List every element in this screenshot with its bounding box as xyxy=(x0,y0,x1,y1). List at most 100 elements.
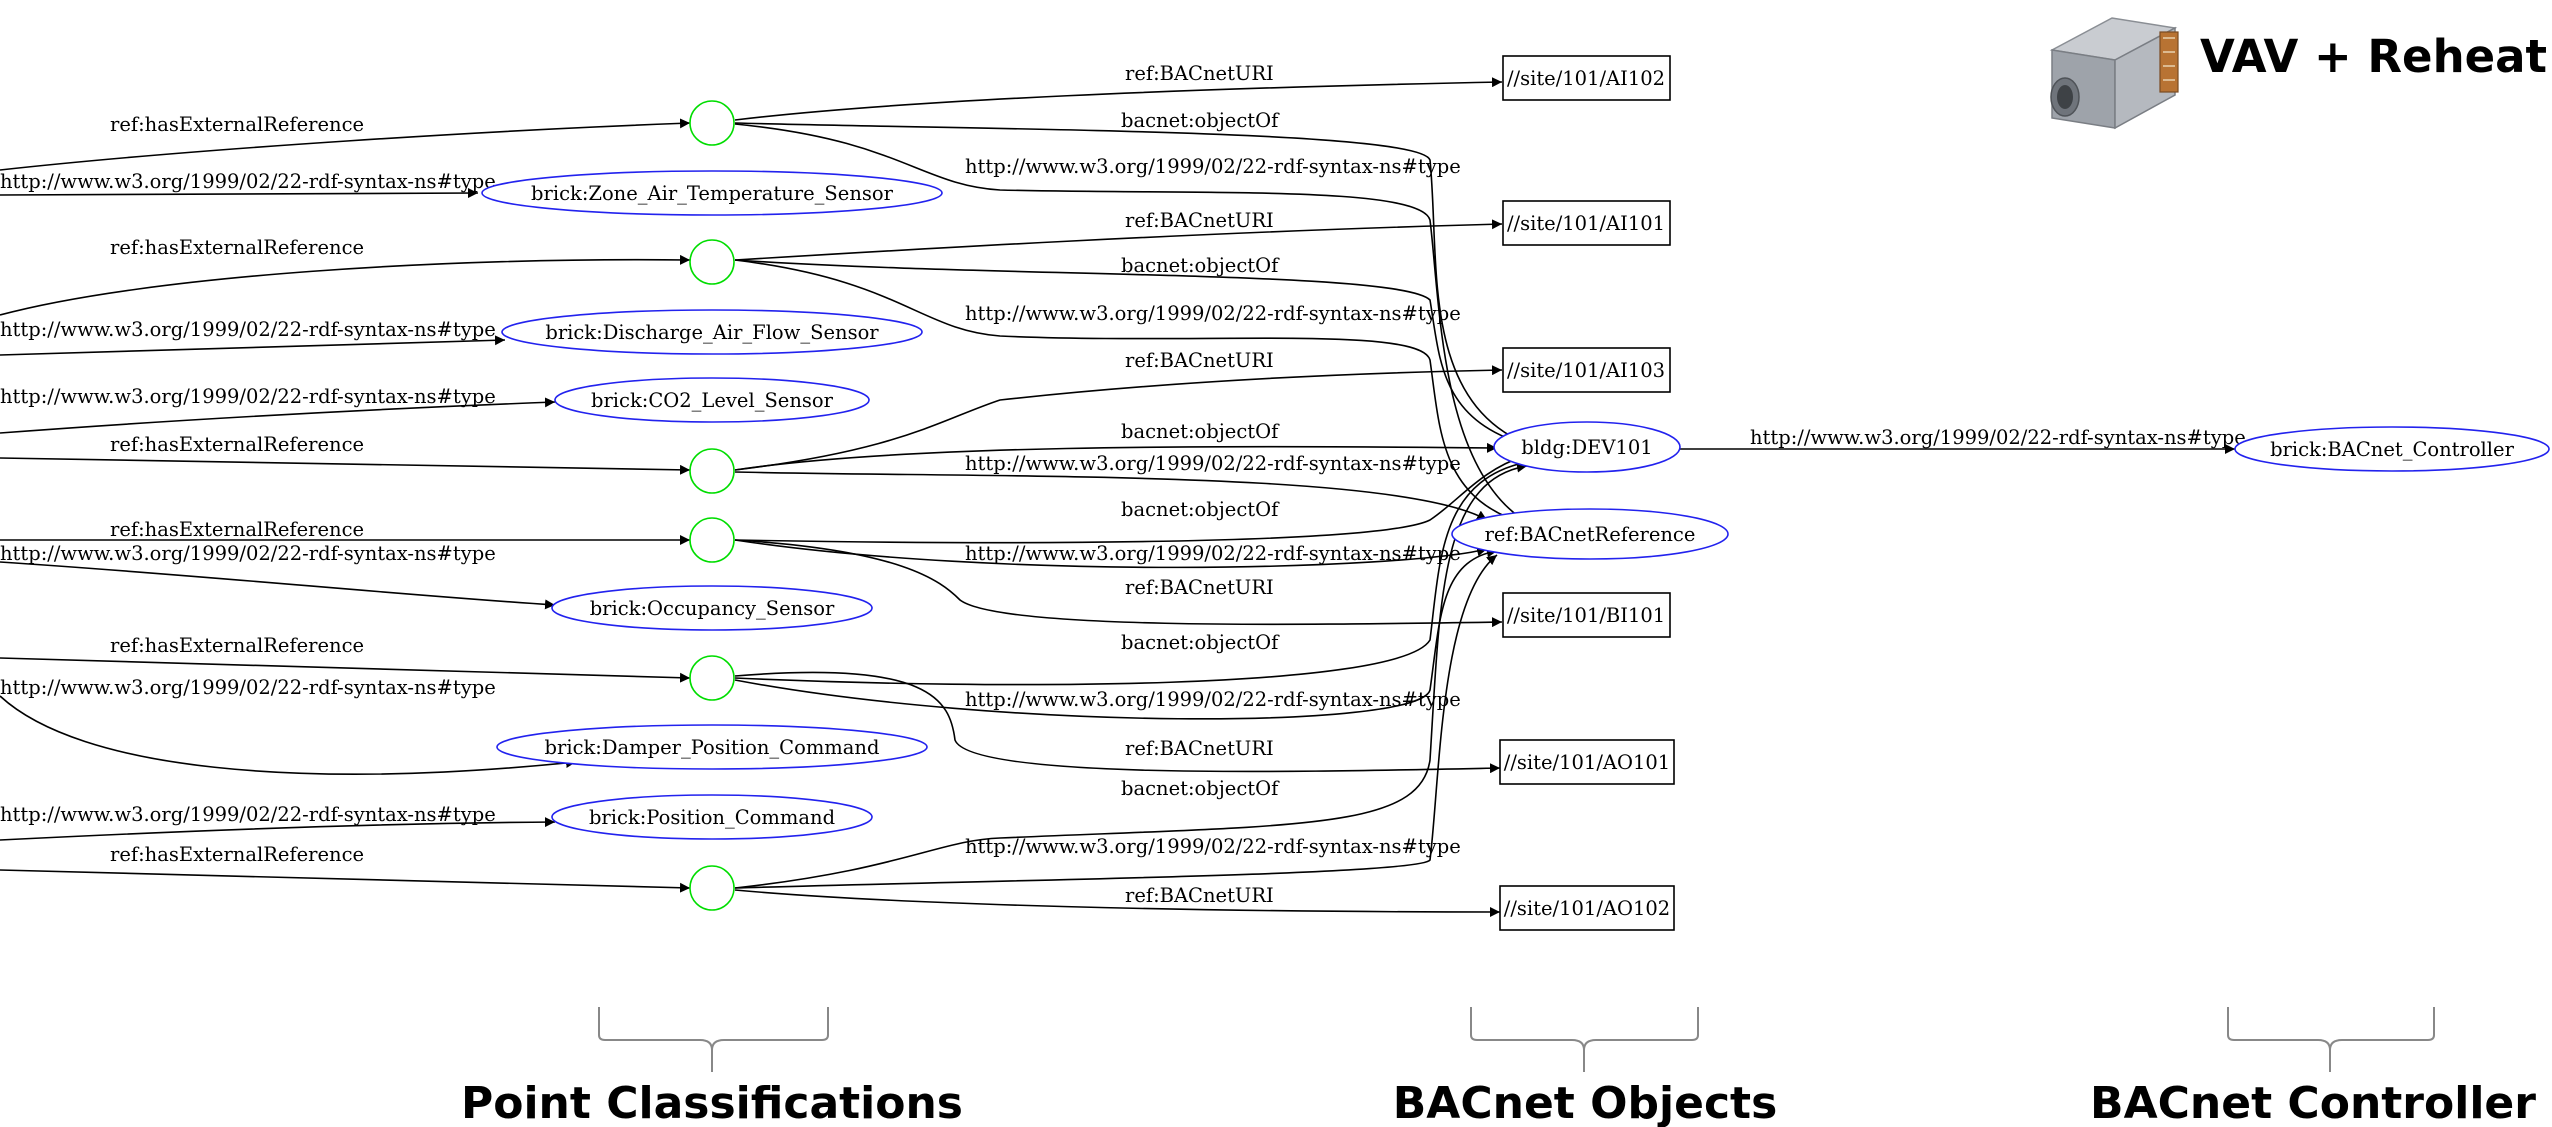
label-has-ext-ref-5: ref:hasExternalReference xyxy=(110,634,364,657)
label-objectof-2: bacnet:objectOf xyxy=(1121,254,1280,277)
svg-text://site/101/AI101: //site/101/AI101 xyxy=(1507,212,1665,235)
edge-bacneturi-ao102 xyxy=(734,889,1501,917)
edge-objectof-1 xyxy=(734,122,1528,445)
edge-labels: ref:hasExternalReference ref:hasExternal… xyxy=(0,62,2246,907)
label-type-right-5: http://www.w3.org/1999/02/22-rdf-syntax-… xyxy=(965,688,1461,711)
label-type-controller: http://www.w3.org/1999/02/22-rdf-syntax-… xyxy=(1750,426,2246,449)
label-objectof-5: bacnet:objectOf xyxy=(1121,631,1280,654)
label-type-right-3: http://www.w3.org/1999/02/22-rdf-syntax-… xyxy=(965,452,1461,475)
label-has-ext-ref-3: ref:hasExternalReference xyxy=(110,433,364,456)
node-position-command: brick:Position_Command xyxy=(551,794,873,840)
blank-nodes xyxy=(689,100,735,911)
heading-bacnet-controller: BACnet Controller xyxy=(2090,1078,2536,1127)
svg-text://site/101/AI102: //site/101/AI102 xyxy=(1507,67,1665,90)
label-type-left-6: http://www.w3.org/1999/02/22-rdf-syntax-… xyxy=(0,803,496,826)
section-braces xyxy=(598,1007,2435,1072)
edge-type-2 xyxy=(734,259,1528,527)
label-objectof-6: bacnet:objectOf xyxy=(1121,777,1280,800)
edge-has-ext-ref-6 xyxy=(0,869,691,893)
label-bacneturi-2: ref:BACnetURI xyxy=(1125,209,1274,232)
edge-has-ext-ref-2 xyxy=(0,254,691,316)
node-co2-level: brick:CO2_Level_Sensor xyxy=(554,377,870,423)
edge-bacneturi-ai101 xyxy=(734,219,1503,261)
section-headings: Point Classifications BACnet Objects BAC… xyxy=(461,1078,2536,1127)
node-ai102: //site/101/AI102 xyxy=(1502,55,1671,101)
edge-type-zone-temp xyxy=(0,188,479,199)
edges xyxy=(0,77,2235,917)
label-type-right-2: http://www.w3.org/1999/02/22-rdf-syntax-… xyxy=(965,302,1461,325)
label-type-right-1: http://www.w3.org/1999/02/22-rdf-syntax-… xyxy=(965,155,1461,178)
svg-text:bldg:DEV101: bldg:DEV101 xyxy=(1521,436,1652,459)
svg-text:brick:Discharge_Air_Flow_Senso: brick:Discharge_Air_Flow_Sensor xyxy=(545,321,879,344)
edge-has-ext-ref-5 xyxy=(0,657,691,683)
node-bacnet-controller: brick:BACnet_Controller xyxy=(2234,426,2550,472)
node-ai101: //site/101/AI101 xyxy=(1502,200,1671,246)
label-type-left-4: http://www.w3.org/1999/02/22-rdf-syntax-… xyxy=(0,542,496,565)
edge-type-3 xyxy=(734,471,1488,521)
svg-text:brick:BACnet_Controller: brick:BACnet_Controller xyxy=(2270,438,2514,461)
edge-objectof-6 xyxy=(734,462,1528,889)
vav-unit-icon xyxy=(2049,17,2179,130)
label-bacneturi-4: ref:BACnetURI xyxy=(1125,576,1274,599)
label-type-left-2: http://www.w3.org/1999/02/22-rdf-syntax-… xyxy=(0,318,496,341)
blank-node-1 xyxy=(689,100,735,146)
svg-text://site/101/BI101: //site/101/BI101 xyxy=(1507,604,1665,627)
label-bacneturi-6: ref:BACnetURI xyxy=(1125,884,1274,907)
node-bi101: //site/101/BI101 xyxy=(1502,592,1671,638)
svg-text://site/101/AO101: //site/101/AO101 xyxy=(1504,751,1670,774)
label-bacneturi-3: ref:BACnetURI xyxy=(1125,349,1274,372)
brace-point-classifications xyxy=(598,1007,829,1072)
svg-text:brick:Zone_Air_Temperature_Sen: brick:Zone_Air_Temperature_Sensor xyxy=(531,182,894,205)
edge-type-6 xyxy=(734,554,1498,889)
heading-point-classifications: Point Classifications xyxy=(461,1078,963,1127)
label-has-ext-ref-1: ref:hasExternalReference xyxy=(110,113,364,136)
edge-type-damper xyxy=(0,695,577,775)
edge-objectof-2 xyxy=(734,259,1528,448)
blank-node-2 xyxy=(689,239,735,285)
label-type-left-5: http://www.w3.org/1999/02/22-rdf-syntax-… xyxy=(0,676,496,699)
svg-text:brick:Position_Command: brick:Position_Command xyxy=(589,806,835,829)
edge-type-discharge xyxy=(0,335,506,356)
node-dev101: bldg:DEV101 xyxy=(1493,421,1681,473)
svg-text:ref:BACnetReference: ref:BACnetReference xyxy=(1485,523,1696,546)
node-ao101: //site/101/AO101 xyxy=(1499,739,1675,785)
object-nodes: //site/101/AI102 //site/101/AI101 //site… xyxy=(1499,55,1675,931)
page-title: VAV + Reheat xyxy=(2200,30,2547,83)
label-bacneturi-1: ref:BACnetURI xyxy=(1125,62,1274,85)
label-objectof-3: bacnet:objectOf xyxy=(1121,420,1280,443)
label-bacneturi-5: ref:BACnetURI xyxy=(1125,737,1274,760)
node-ai103: //site/101/AI103 xyxy=(1502,347,1671,393)
edge-bacneturi-ai103 xyxy=(734,365,1503,471)
edge-type-1 xyxy=(734,123,1528,523)
edge-type-occupancy xyxy=(0,561,556,610)
svg-text:brick:Damper_Position_Command: brick:Damper_Position_Command xyxy=(545,736,880,759)
label-type-right-4: http://www.w3.org/1999/02/22-rdf-syntax-… xyxy=(965,542,1461,565)
label-type-right-6: http://www.w3.org/1999/02/22-rdf-syntax-… xyxy=(965,835,1461,858)
label-type-left-3: http://www.w3.org/1999/02/22-rdf-syntax-… xyxy=(0,385,496,408)
edge-has-ext-ref-3 xyxy=(0,457,691,475)
node-ao102: //site/101/AO102 xyxy=(1499,885,1675,931)
blank-node-6 xyxy=(689,865,735,911)
node-occupancy: brick:Occupancy_Sensor xyxy=(551,585,873,631)
node-damper-position: brick:Damper_Position_Command xyxy=(496,724,928,770)
svg-text://site/101/AO102: //site/101/AO102 xyxy=(1504,897,1670,920)
class-nodes: brick:Zone_Air_Temperature_Sensor brick:… xyxy=(481,170,2550,840)
blank-node-3 xyxy=(689,448,735,494)
edge-type-co2 xyxy=(0,397,556,434)
node-bacnet-reference: ref:BACnetReference xyxy=(1451,508,1729,560)
label-type-left-1: http://www.w3.org/1999/02/22-rdf-syntax-… xyxy=(0,170,496,193)
node-discharge-air-flow: brick:Discharge_Air_Flow_Sensor xyxy=(501,309,923,355)
edge-objectof-4 xyxy=(734,453,1528,544)
label-has-ext-ref-4: ref:hasExternalReference xyxy=(110,518,364,541)
svg-text://site/101/AI103: //site/101/AI103 xyxy=(1507,359,1665,382)
node-zone-air-temp: brick:Zone_Air_Temperature_Sensor xyxy=(481,170,943,216)
brace-bacnet-controller xyxy=(2227,1007,2435,1072)
label-objectof-1: bacnet:objectOf xyxy=(1121,109,1280,132)
edge-has-ext-ref-1 xyxy=(0,118,691,171)
edge-bacneturi-ai102 xyxy=(734,77,1503,121)
svg-text:brick:Occupancy_Sensor: brick:Occupancy_Sensor xyxy=(590,597,835,620)
edge-bacneturi-ao101 xyxy=(734,671,1501,774)
brace-bacnet-objects xyxy=(1470,1007,1699,1072)
blank-node-5 xyxy=(689,655,735,701)
